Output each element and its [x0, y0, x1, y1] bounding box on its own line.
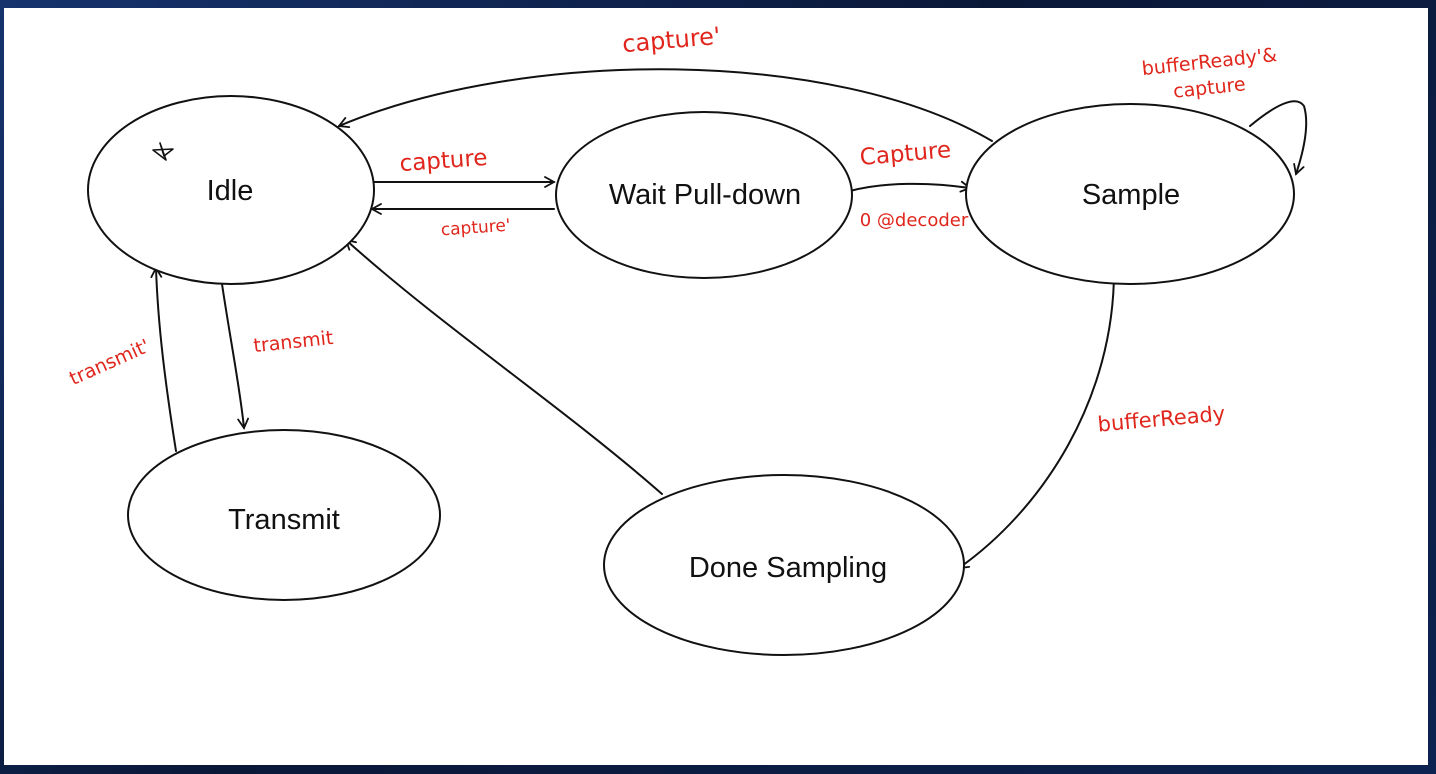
- star-icon: [152, 142, 174, 161]
- state-done-sampling: Done Sampling: [603, 474, 965, 656]
- state-label-sample: Sample: [1082, 179, 1180, 211]
- state-sample-ellipse: [965, 103, 1295, 285]
- edge-sample-self-loop: [1249, 100, 1308, 176]
- state-label-wait-pulldown: Wait Pull-down: [609, 179, 801, 211]
- state-done-sampling-ellipse: [603, 474, 965, 656]
- edge-transmit-to-idle: [150, 266, 177, 452]
- edge-label-sample-self-line2: capture: [1172, 73, 1247, 102]
- edge-label-idle-to-transmit: transmit: [252, 327, 334, 357]
- edge-wait-to-sample: [849, 180, 972, 193]
- edge-label-sample-self-line1: bufferReady'&: [1141, 44, 1278, 80]
- edge-label-sample-to-idle: capture': [621, 22, 722, 58]
- state-label-done-sampling: Done Sampling: [689, 552, 887, 584]
- edge-label-sample-to-done: bufferReady: [1097, 402, 1226, 437]
- state-sample: Sample: [965, 103, 1295, 285]
- state-transmit-ellipse: [127, 429, 441, 601]
- state-label-transmit: Transmit: [228, 504, 340, 536]
- edge-label-idle-to-wait: capture: [399, 145, 489, 177]
- state-wait-pulldown-ellipse: [555, 111, 853, 279]
- edge-idle-to-transmit: [221, 283, 249, 430]
- state-wait-pulldown: Wait Pull-down: [555, 111, 853, 279]
- edge-label-wait-to-idle: capture': [440, 216, 511, 241]
- state-transmit: Transmit: [127, 429, 441, 601]
- edge-sample-to-done: [957, 270, 1115, 570]
- diagram-canvas: Idle Wait Pull-down Sample Transmit Done…: [4, 8, 1428, 765]
- edge-label-wait-to-sample: Capture: [859, 137, 952, 171]
- edge-label-wait-to-sample-action: 0 @decoder: [860, 210, 969, 231]
- state-idle: Idle: [87, 95, 375, 285]
- state-label-idle: Idle: [207, 175, 254, 207]
- edge-sample-to-idle: [337, 68, 993, 142]
- edge-label-transmit-to-idle: transmit': [66, 335, 153, 390]
- edge-done-to-idle: [344, 238, 663, 495]
- state-diagram: Idle Wait Pull-down Sample Transmit Done…: [66, 22, 1308, 656]
